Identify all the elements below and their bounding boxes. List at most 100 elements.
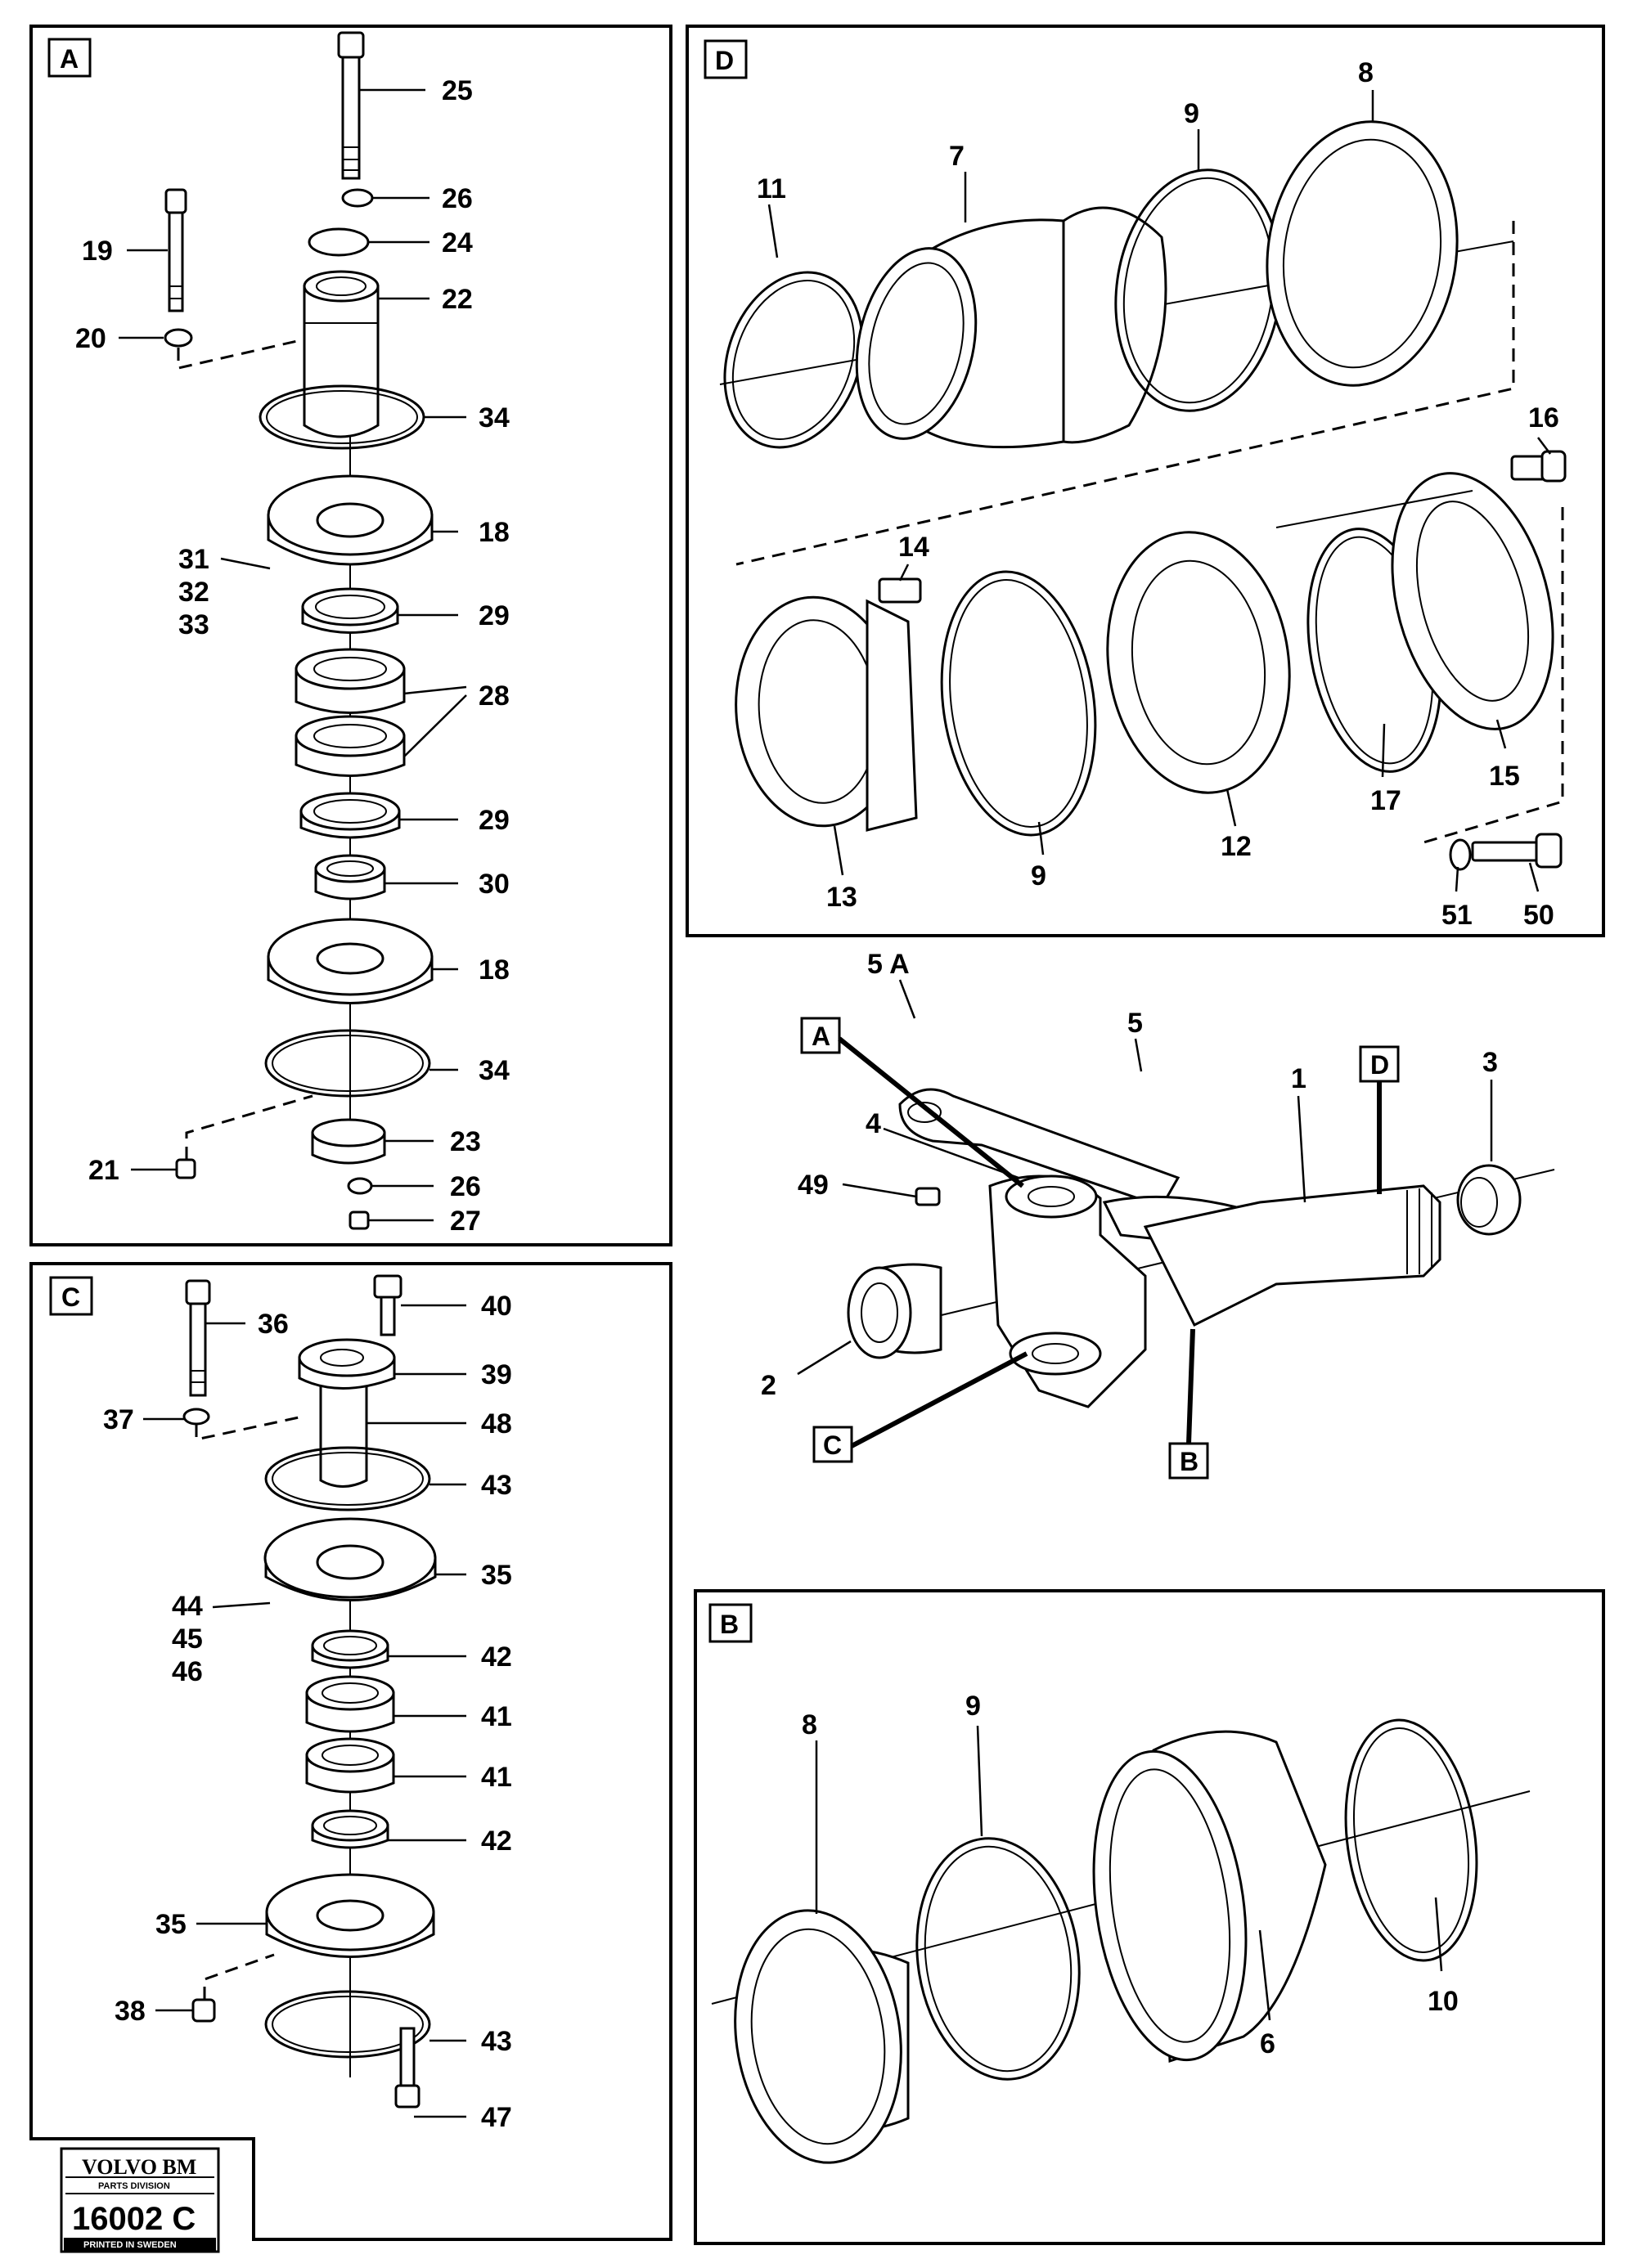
label-b9: 9 — [965, 1691, 981, 1722]
label-18-top: 18 — [479, 517, 510, 548]
panel-b-tag — [708, 1603, 753, 1643]
part-37-washer — [182, 1408, 210, 1426]
label-34-top: 34 — [479, 402, 510, 433]
panel-a-tag — [47, 38, 92, 78]
part-9-ring-b — [915, 1837, 1081, 2081]
label-c41-top: 41 — [481, 1701, 512, 1732]
part-42-ring-top — [311, 1629, 389, 1669]
part-43-oring-top — [264, 1446, 431, 1511]
panel-c-tag — [49, 1276, 93, 1316]
panel-b-tag-text: B — [720, 1610, 739, 1639]
part-25-bolt — [337, 31, 365, 180]
label-c47: 47 — [481, 2102, 512, 2133]
part-29-ring-top — [301, 587, 399, 634]
label-d11: 11 — [757, 173, 786, 204]
label-28: 28 — [479, 680, 510, 712]
panel-d-tag — [704, 39, 748, 79]
panel-b: B 8 9 6 10 — [694, 1589, 1605, 2245]
part-23-cap — [311, 1118, 386, 1165]
label-m4: 4 — [866, 1108, 881, 1139]
label-c48: 48 — [481, 1408, 512, 1439]
label-d13: 13 — [826, 882, 857, 913]
stamp-division: PARTS DIVISION — [98, 2181, 170, 2191]
label-31: 31 — [178, 544, 209, 575]
label-c39: 39 — [481, 1359, 512, 1390]
part-51-washer — [1449, 838, 1472, 871]
label-c36: 36 — [258, 1309, 289, 1340]
label-m2: 2 — [761, 1370, 776, 1401]
label-19: 19 — [82, 236, 113, 267]
label-c37: 37 — [103, 1404, 134, 1435]
label-m3: 3 — [1482, 1047, 1498, 1078]
label-m5: 5 — [1127, 1008, 1143, 1039]
part-20-washer — [164, 328, 193, 348]
part-43-oring-lower — [264, 1990, 431, 2059]
label-30: 30 — [479, 869, 510, 900]
part-28-bearing-lower — [295, 715, 406, 777]
panel-c: C — [29, 1262, 672, 2241]
assembly-tag-c-text: C — [823, 1430, 842, 1460]
label-c35-top: 35 — [481, 1560, 512, 1591]
label-c42-top: 42 — [481, 1641, 512, 1673]
label-d50: 50 — [1523, 900, 1554, 931]
part-1-spindle — [1143, 1184, 1441, 1327]
part-41-bearing-upper — [305, 1675, 395, 1733]
label-c44: 44 — [172, 1591, 203, 1622]
label-b6: 6 — [1260, 2028, 1275, 2059]
label-29-lower: 29 — [479, 805, 510, 836]
label-d15: 15 — [1489, 761, 1520, 792]
label-d12: 12 — [1221, 831, 1252, 862]
part-28-bearing-upper — [295, 648, 406, 714]
label-18-lower: 18 — [479, 954, 510, 986]
part-35-flange-lower — [265, 1873, 435, 1958]
part-2-bushing — [847, 1263, 942, 1359]
label-c43-top: 43 — [481, 1470, 512, 1501]
part-13-ring — [735, 595, 918, 832]
part-34-oring-lower — [264, 1029, 431, 1098]
label-c45: 45 — [172, 1624, 203, 1655]
label-d7: 7 — [949, 141, 965, 172]
label-d16: 16 — [1528, 402, 1559, 433]
part-40-bolt — [373, 1274, 403, 1336]
part-26-washer-top — [341, 188, 374, 208]
label-32: 32 — [178, 577, 209, 608]
label-d8: 8 — [1358, 57, 1374, 88]
label-b8: 8 — [802, 1709, 817, 1740]
label-d17: 17 — [1370, 785, 1401, 816]
panel-c-tag-text: C — [61, 1282, 80, 1312]
panel-a: A — [29, 25, 672, 1246]
label-20: 20 — [75, 323, 106, 354]
part-42-ring-lower — [311, 1809, 389, 1849]
label-m5a: 5 A — [867, 949, 910, 980]
part-27-nut — [349, 1210, 370, 1230]
label-c35-lower: 35 — [155, 1909, 187, 1940]
part-9-ring-lower — [940, 570, 1097, 837]
label-m49: 49 — [798, 1170, 829, 1201]
label-m1: 1 — [1291, 1063, 1306, 1094]
part-6-housing — [1092, 1730, 1327, 2064]
label-d9-lower: 9 — [1031, 860, 1046, 891]
part-22-sleeve — [303, 270, 380, 438]
part-3-nut — [1456, 1164, 1522, 1236]
label-c43-lower: 43 — [481, 2026, 512, 2057]
part-21-nut — [175, 1158, 196, 1179]
part-8-ring-b — [734, 1909, 910, 2164]
label-34-lower: 34 — [479, 1055, 510, 1086]
label-d9-top: 9 — [1184, 98, 1199, 129]
label-27: 27 — [450, 1206, 481, 1237]
assembly-tag-a — [800, 1017, 841, 1054]
label-25: 25 — [442, 75, 473, 106]
part-47-bolt — [394, 2027, 420, 2109]
part-16-bolt — [1510, 450, 1567, 483]
part-50-bolt — [1471, 833, 1563, 869]
label-c38: 38 — [115, 1996, 146, 2027]
label-33: 33 — [178, 609, 209, 640]
part-26-washer-lower — [347, 1177, 373, 1195]
assembly-tag-d — [1359, 1045, 1400, 1083]
part-7-housing — [855, 206, 1167, 449]
part-38-nut — [191, 1998, 216, 2023]
label-c41-lower: 41 — [481, 1762, 512, 1793]
label-22: 22 — [442, 284, 473, 315]
part-15-plate — [1391, 472, 1554, 730]
assembly-tag-a-text: A — [812, 1022, 830, 1051]
